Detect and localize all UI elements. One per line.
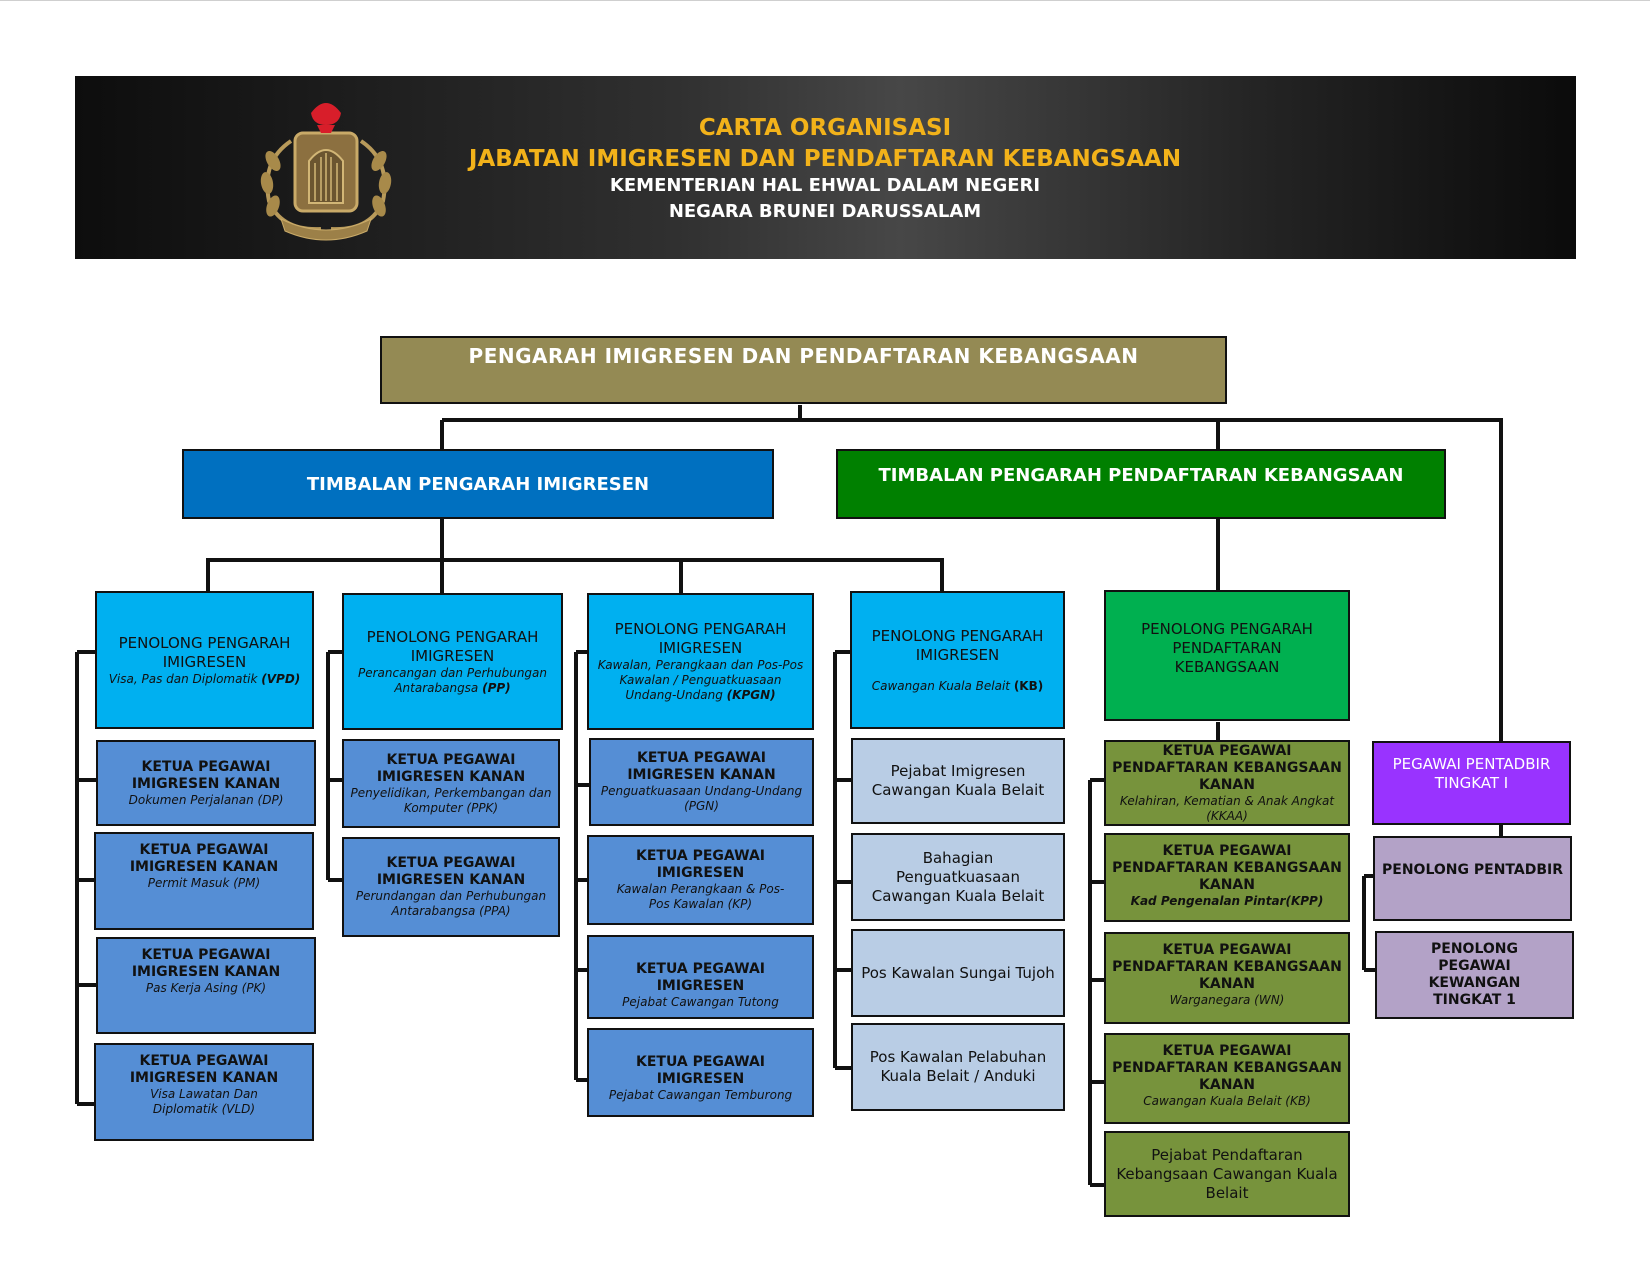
- col5-item-5: Pejabat Pendaftaran Kebangsaan Cawangan …: [1104, 1131, 1350, 1217]
- col6-head-label: PEGAWAI PENTADBIR TINGKAT I: [1392, 755, 1551, 792]
- deputy-immigration-box: TIMBALAN PENGARAH IMIGRESEN: [182, 449, 774, 519]
- col1-item-3-sub: Pas Kerja Asing (PK): [145, 981, 267, 995]
- col4-item-1-label: Pejabat Imigresen Cawangan Kuala Belait: [871, 762, 1045, 799]
- col1-item-2-title: KETUA PEGAWAI IMIGRESEN KANAN: [129, 842, 279, 875]
- col3-item-4-sub: Pejabat Cawangan Temburong: [608, 1088, 793, 1102]
- col4-head-code: (KB): [1013, 678, 1044, 693]
- deputy-immigration-label: TIMBALAN PENGARAH IMIGRESEN: [306, 473, 650, 495]
- col6-item-2-label: PENOLONG PEGAWAI KEWANGAN TINGKAT 1: [1428, 941, 1521, 1008]
- col3-item-2: KETUA PEGAWAI IMIGRESEN Kawalan Perangka…: [587, 835, 814, 925]
- col6-head-box: PEGAWAI PENTADBIR TINGKAT I: [1372, 741, 1571, 825]
- director-label: PENGARAH IMIGRESEN DAN PENDAFTARAN KEBAN…: [468, 344, 1139, 368]
- brunei-crest-emblem: [260, 103, 392, 241]
- col3-item-4: KETUA PEGAWAI IMIGRESEN Pejabat Cawangan…: [587, 1028, 814, 1117]
- col4-head-title: PENOLONG PENGARAH IMIGRESEN: [871, 626, 1044, 664]
- col2-head-sub: Perancangan dan Perhubungan Antarabangsa: [357, 665, 548, 695]
- col2-item-2-sub: Perundangan dan Perhubungan Antarabangsa…: [355, 889, 547, 918]
- col1-head-box: PENOLONG PENGARAH IMIGRESEN Visa, Pas da…: [95, 591, 314, 729]
- col5-item-4-sub: Cawangan Kuala Belait (KB): [1143, 1094, 1311, 1108]
- col5-item-4: KETUA PEGAWAI PENDAFTARAN KEBANGSAAN KAN…: [1104, 1033, 1350, 1124]
- chart-title: CARTA ORGANISASI: [698, 115, 952, 141]
- col1-item-1: KETUA PEGAWAI IMIGRESEN KANAN Dokumen Pe…: [96, 740, 316, 826]
- col1-item-2: KETUA PEGAWAI IMIGRESEN KANAN Permit Mas…: [94, 832, 314, 930]
- col2-head-code: (PP): [482, 680, 511, 695]
- col3-head-code: (KPGN): [726, 688, 776, 702]
- col2-head-title: PENOLONG PENGARAH IMIGRESEN: [366, 627, 539, 665]
- col5-head-box: PENOLONG PENGARAH PENDAFTARAN KEBANGSAAN: [1104, 590, 1350, 721]
- col1-item-2-sub: Permit Masuk (PM): [147, 876, 261, 890]
- col1-head-title: PENOLONG PENGARAH IMIGRESEN: [118, 633, 291, 671]
- col1-item-4-sub: Visa Lawatan Dan Diplomatik (VLD): [150, 1087, 258, 1116]
- col5-item-2: KETUA PEGAWAI PENDAFTARAN KEBANGSAAN KAN…: [1104, 833, 1350, 922]
- col4-item-3: Pos Kawalan Sungai Tujoh: [851, 929, 1065, 1017]
- col5-item-2-sub: Kad Pengenalan Pintar(KPP): [1130, 894, 1324, 908]
- col1-head-sub: Visa, Pas dan Diplomatik: [108, 671, 262, 686]
- col3-head-box: PENOLONG PENGARAH IMIGRESEN Kawalan, Per…: [587, 593, 814, 730]
- col3-item-3-title: KETUA PEGAWAI IMIGRESEN: [636, 961, 765, 994]
- col4-item-3-label: Pos Kawalan Sungai Tujoh: [861, 963, 1055, 982]
- col4-head-box: PENOLONG PENGARAH IMIGRESEN Cawangan Kua…: [850, 591, 1065, 729]
- col4-item-2-label: Bahagian Penguatkuasaan Cawangan Kuala B…: [871, 848, 1045, 905]
- col1-item-4-title: KETUA PEGAWAI IMIGRESEN KANAN: [129, 1053, 279, 1086]
- col4-head-sub: Cawangan Kuala Belait: [871, 678, 1014, 693]
- department-name: JABATAN IMIGRESEN DAN PENDAFTARAN KEBANG…: [468, 146, 1182, 172]
- col5-item-1-sub: Kelahiran, Kematian & Anak Angkat (KKAA): [1119, 793, 1335, 823]
- col3-item-2-title: KETUA PEGAWAI IMIGRESEN: [636, 848, 765, 881]
- col5-item-3-sub: Warganegara (WN): [1169, 993, 1285, 1007]
- col1-item-1-title: KETUA PEGAWAI IMIGRESEN KANAN: [131, 758, 281, 792]
- col5-head-title: PENOLONG PENGARAH PENDAFTARAN KEBANGSAAN: [1141, 620, 1313, 676]
- col6-item-1-label: PENOLONG PENTADBIR: [1382, 862, 1563, 878]
- col2-head-box: PENOLONG PENGARAH IMIGRESEN Perancangan …: [342, 593, 563, 730]
- col3-item-1-title: KETUA PEGAWAI IMIGRESEN KANAN: [627, 750, 776, 783]
- col1-item-1-sub: Dokumen Perjalanan (DP): [128, 792, 284, 807]
- col3-item-1: KETUA PEGAWAI IMIGRESEN KANAN Penguatkua…: [589, 738, 814, 826]
- col4-item-2: Bahagian Penguatkuasaan Cawangan Kuala B…: [851, 833, 1065, 921]
- col2-item-2: KETUA PEGAWAI IMIGRESEN KANAN Perundanga…: [342, 837, 560, 937]
- col2-item-2-title: KETUA PEGAWAI IMIGRESEN KANAN: [376, 855, 526, 888]
- ministry-name: KEMENTERIAN HAL EHWAL DALAM NEGERI: [609, 175, 1041, 196]
- top-divider: [0, 0, 1650, 1]
- country-name: NEGARA BRUNEI DARUSSALAM: [668, 201, 982, 222]
- col3-item-3: KETUA PEGAWAI IMIGRESEN Pejabat Cawangan…: [587, 935, 814, 1019]
- col6-item-1: PENOLONG PENTADBIR: [1373, 836, 1572, 921]
- col3-head-title: PENOLONG PENGARAH IMIGRESEN: [614, 620, 787, 657]
- col1-item-3: KETUA PEGAWAI IMIGRESEN KANAN Pas Kerja …: [96, 937, 316, 1034]
- col5-item-3: KETUA PEGAWAI PENDAFTARAN KEBANGSAAN KAN…: [1104, 932, 1350, 1024]
- col5-item-2-title: KETUA PEGAWAI PENDAFTARAN KEBANGSAAN KAN…: [1112, 843, 1342, 893]
- col2-item-1-title: KETUA PEGAWAI IMIGRESEN KANAN: [376, 751, 526, 785]
- col4-item-1: Pejabat Imigresen Cawangan Kuala Belait: [851, 738, 1065, 824]
- col5-item-3-title: KETUA PEGAWAI PENDAFTARAN KEBANGSAAN KAN…: [1112, 942, 1342, 992]
- col1-item-4: KETUA PEGAWAI IMIGRESEN KANAN Visa Lawat…: [94, 1043, 314, 1141]
- director-box: PENGARAH IMIGRESEN DAN PENDAFTARAN KEBAN…: [380, 336, 1227, 404]
- col5-item-1-title: KETUA PEGAWAI PENDAFTARAN KEBANGSAAN KAN…: [1112, 742, 1342, 793]
- col5-item-4-title: KETUA PEGAWAI PENDAFTARAN KEBANGSAAN KAN…: [1112, 1043, 1342, 1093]
- col2-item-1-sub: Penyelidikan, Perkembangan dan Komputer …: [350, 785, 552, 815]
- col1-head-code: (VPD): [261, 671, 301, 686]
- col2-item-1: KETUA PEGAWAI IMIGRESEN KANAN Penyelidik…: [342, 739, 560, 828]
- col1-item-3-title: KETUA PEGAWAI IMIGRESEN KANAN: [131, 947, 281, 980]
- col3-item-2-sub: Kawalan Perangkaan & Pos-Pos Kawalan (KP…: [616, 882, 785, 911]
- col4-item-4: Pos Kawalan Pelabuhan Kuala Belait / And…: [851, 1023, 1065, 1111]
- col5-item-5-label: Pejabat Pendaftaran Kebangsaan Cawangan …: [1116, 1145, 1338, 1202]
- col4-item-4-label: Pos Kawalan Pelabuhan Kuala Belait / And…: [869, 1048, 1047, 1085]
- deputy-registration-box: TIMBALAN PENGARAH PENDAFTARAN KEBANGSAAN: [836, 449, 1446, 519]
- deputy-registration-label: TIMBALAN PENGARAH PENDAFTARAN KEBANGSAAN: [878, 465, 1404, 486]
- col3-item-4-title: KETUA PEGAWAI IMIGRESEN: [636, 1054, 765, 1087]
- col3-item-1-sub: Penguatkuasaan Undang-Undang (PGN): [600, 784, 803, 813]
- col3-item-3-sub: Pejabat Cawangan Tutong: [622, 995, 779, 1009]
- col6-item-2: PENOLONG PEGAWAI KEWANGAN TINGKAT 1: [1375, 931, 1574, 1019]
- col3-head-sub: Kawalan, Perangkaan dan Pos-Pos Kawalan …: [597, 658, 804, 702]
- col5-item-1: KETUA PEGAWAI PENDAFTARAN KEBANGSAAN KAN…: [1104, 740, 1350, 826]
